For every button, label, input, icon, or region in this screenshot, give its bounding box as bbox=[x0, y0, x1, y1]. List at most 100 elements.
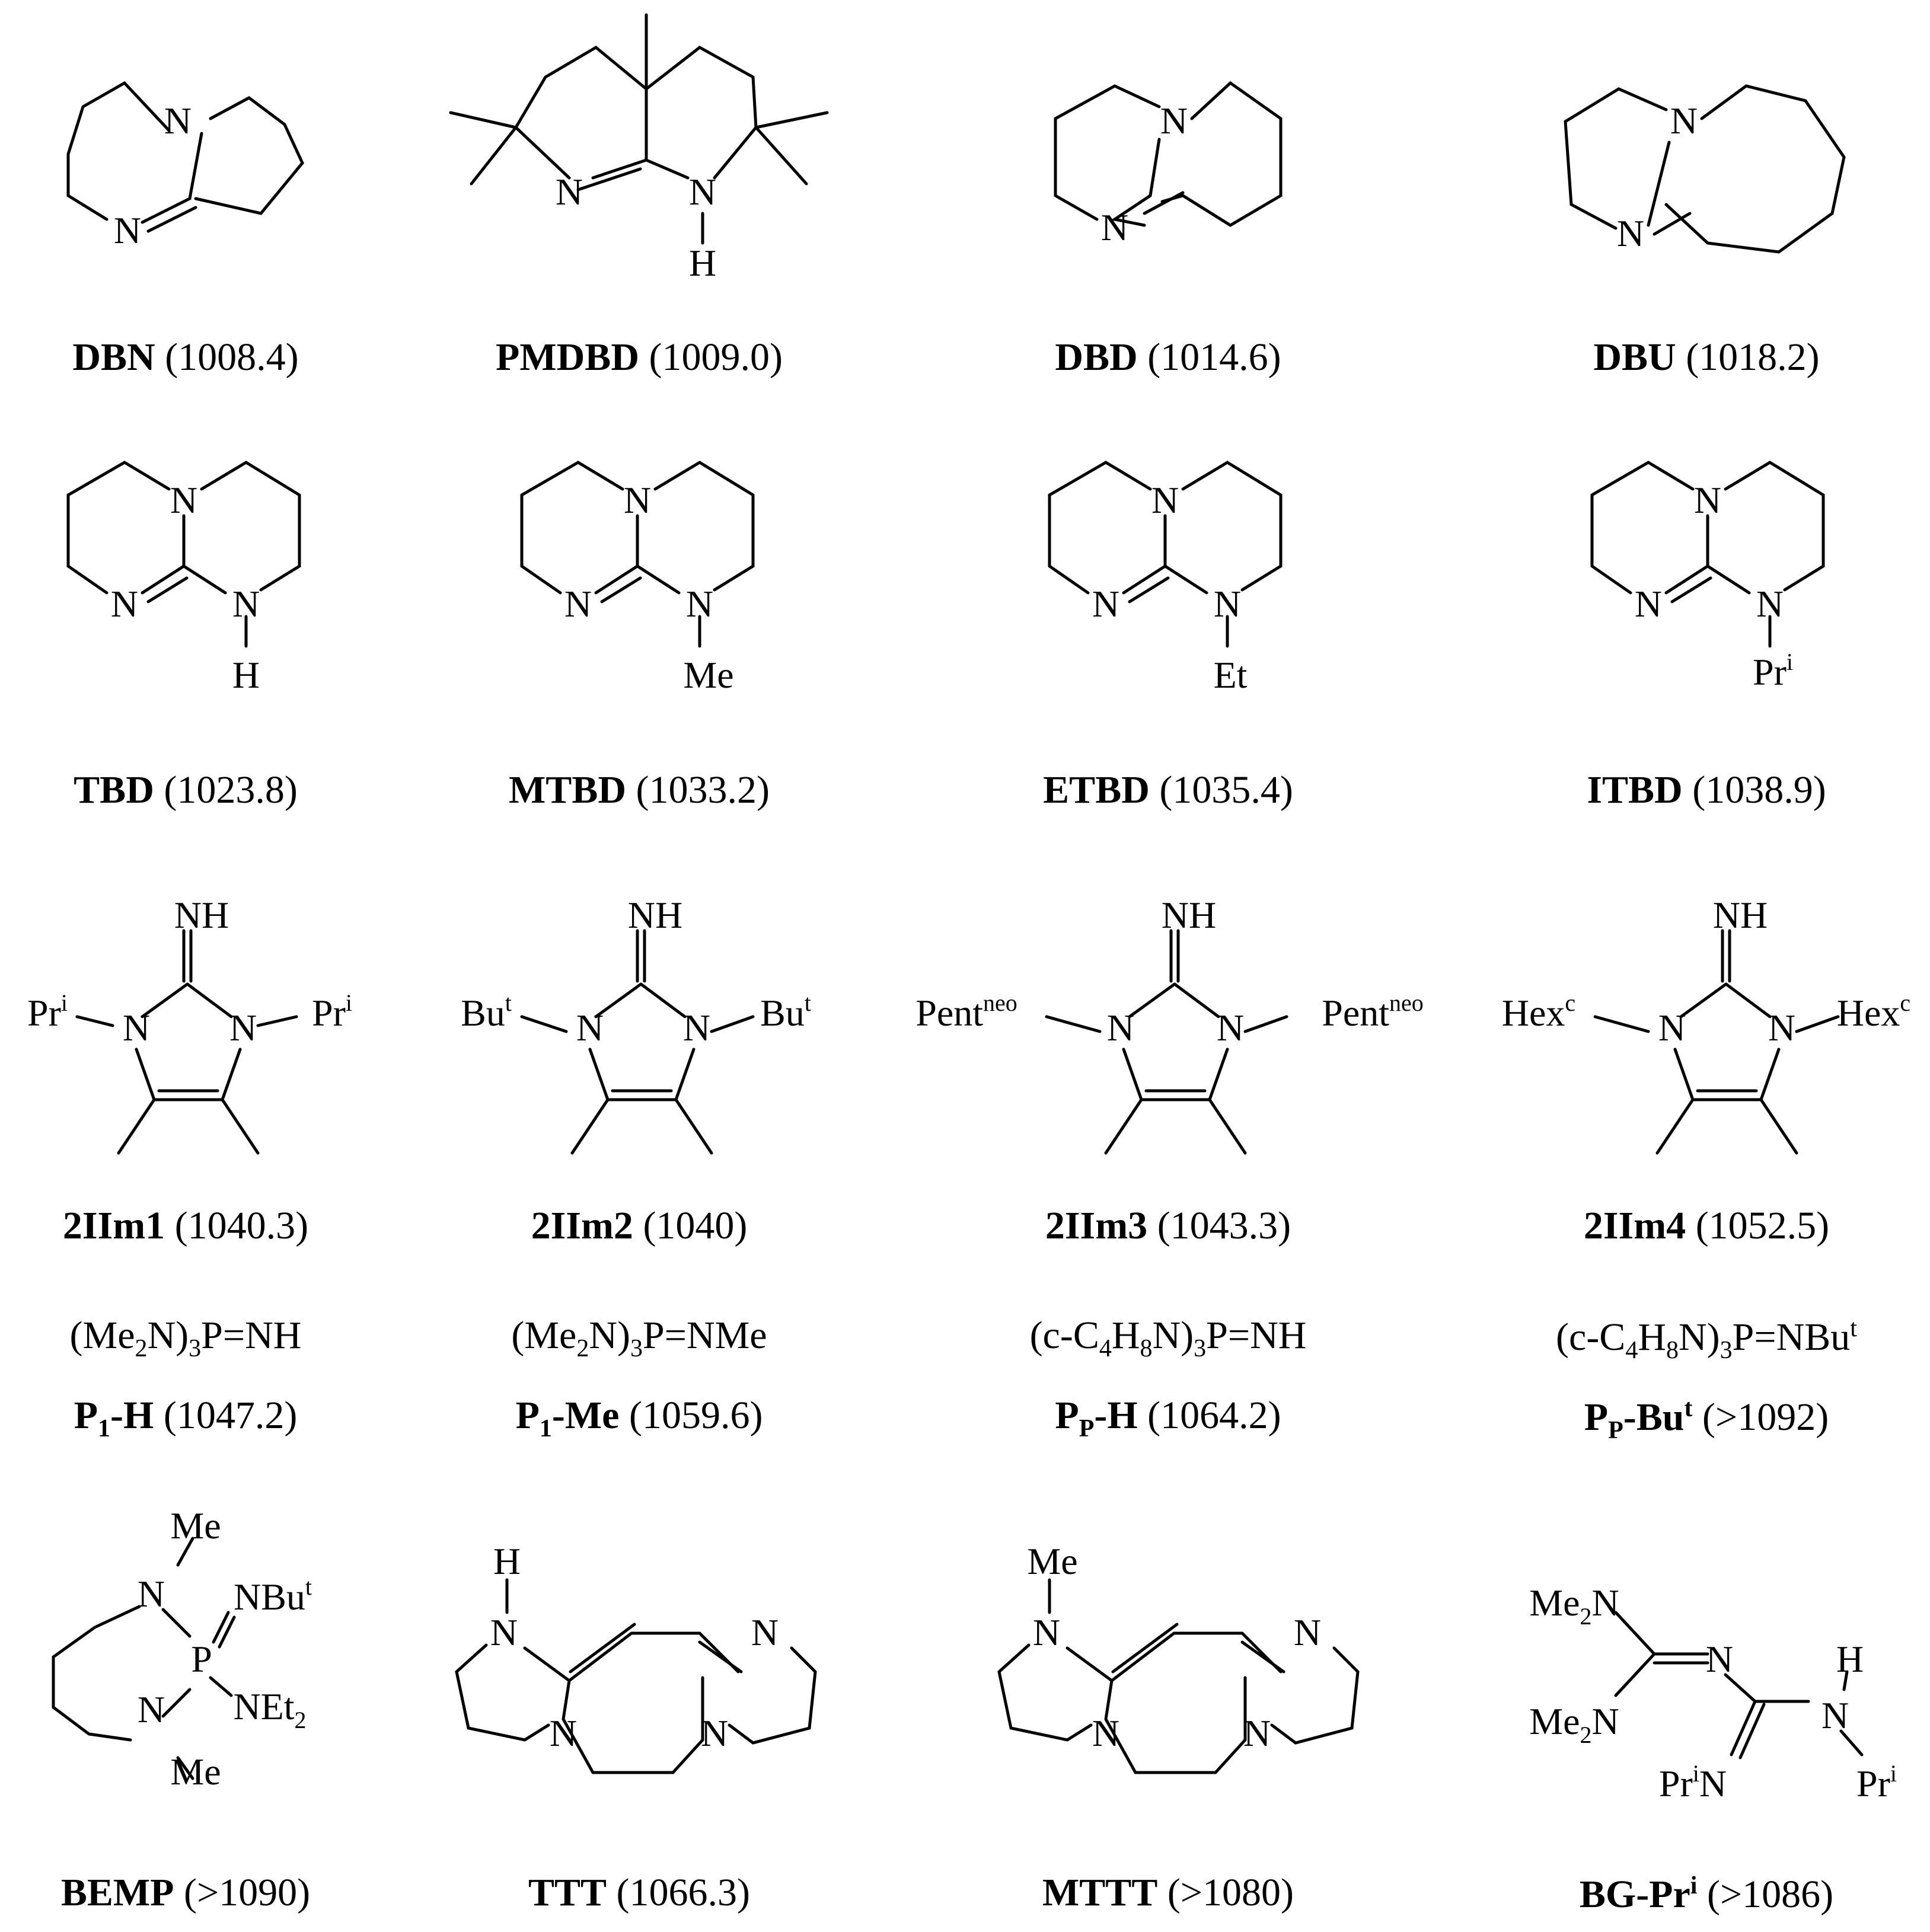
caption-pp-but-name: P bbox=[1584, 1395, 1609, 1439]
caption-2iim3-value: (1043.3) bbox=[1157, 1204, 1291, 1247]
bg-pr-right-text: Pr bbox=[1856, 1762, 1890, 1805]
formula-p1-h-part0: (Me bbox=[69, 1314, 135, 1357]
caption-pmdbd-value: (1009.0) bbox=[649, 336, 783, 379]
caption-bemp-value: (>1090) bbox=[183, 1871, 311, 1914]
caption-ttt-value: (1066.3) bbox=[616, 1871, 751, 1914]
caption-etbd-value: (1035.4) bbox=[1159, 768, 1293, 812]
ttt-n-top-left: N bbox=[490, 1611, 518, 1653]
caption-p1-me-rest: -Me bbox=[551, 1394, 620, 1437]
mtbd-me: Me bbox=[683, 654, 733, 696]
2iim4-structure bbox=[1593, 929, 1840, 1155]
formula-pp-h: (c-C4H8N)3P=NH bbox=[1029, 1314, 1307, 1362]
bg-me2n-top: Me2N bbox=[1529, 1582, 1619, 1630]
2iim2-bu-left: But bbox=[461, 989, 512, 1034]
2iim4-n-right: N bbox=[1768, 1007, 1795, 1049]
2iim1-pr-right-text: Pr bbox=[312, 992, 346, 1034]
dbd-n-bottom: N bbox=[1101, 206, 1128, 248]
2iim3-pent-left-text: Pent bbox=[915, 992, 983, 1034]
caption-2iim2: 2IIm2 (1040) bbox=[531, 1206, 748, 1246]
2iim1-pr-right: Pri bbox=[312, 989, 352, 1034]
mtbd-structure bbox=[520, 461, 755, 648]
bemp-structure bbox=[52, 1537, 236, 1780]
2iim1-pr-left-text: Pr bbox=[27, 992, 61, 1034]
dbd-structure bbox=[1054, 81, 1283, 227]
2iim2-n-right: N bbox=[683, 1007, 710, 1049]
tbd-n-right: N bbox=[232, 583, 260, 625]
caption-bemp-name: BEMP bbox=[60, 1871, 174, 1914]
caption-pmdbd-name: PMDBD bbox=[496, 336, 639, 379]
caption-2iim4-name: 2IIm4 bbox=[1583, 1204, 1686, 1247]
caption-itbd: ITBD (1038.9) bbox=[1587, 771, 1826, 810]
formula-pp-h-part0: (c-C bbox=[1029, 1314, 1099, 1357]
bg-me2n-bottom: Me2N bbox=[1529, 1700, 1619, 1748]
formula-pp-but: (c-C4H8N)3P=NBut bbox=[1556, 1316, 1857, 1363]
2iim3-n-right: N bbox=[1217, 1007, 1244, 1049]
caption-2iim1-value: (1040.3) bbox=[174, 1204, 309, 1247]
itbd-n-top: N bbox=[1694, 479, 1721, 521]
dbu-structure bbox=[1564, 84, 1846, 254]
caption-pp-h-value: (1064.2) bbox=[1147, 1394, 1281, 1437]
caption-mttt-value: (>1080) bbox=[1167, 1871, 1294, 1914]
2iim3-pent-left-sup: neo bbox=[983, 989, 1017, 1016]
caption-tbd-name: TBD bbox=[74, 768, 154, 812]
caption-2iim2-name: 2IIm2 bbox=[531, 1204, 633, 1247]
bemp-n-top: N bbox=[138, 1573, 165, 1615]
ttt-structure bbox=[455, 1578, 817, 1774]
caption-p1-h-value: (1047.2) bbox=[163, 1394, 298, 1437]
bg-me2n-bottom-sub: 2 bbox=[1580, 1722, 1592, 1748]
tbd-n-top: N bbox=[170, 479, 197, 521]
caption-2iim2-value: (1040) bbox=[643, 1204, 748, 1247]
mttt-n-top-right: N bbox=[1294, 1611, 1321, 1653]
caption-mtbd: MTBD (1033.2) bbox=[509, 771, 770, 810]
2iim2-bu-left-sup: t bbox=[505, 989, 512, 1016]
formula-p1-h: (Me2N)3P=NH bbox=[69, 1314, 302, 1362]
itbd-pr: Pri bbox=[1753, 649, 1793, 693]
mtbd-n-left: N bbox=[564, 583, 592, 625]
bg-prn-n: N bbox=[1699, 1762, 1727, 1805]
caption-p1-me-name: P bbox=[515, 1394, 540, 1437]
2iim4-hex-right: Hexc bbox=[1837, 989, 1910, 1034]
caption-ttt: TTT (1066.3) bbox=[528, 1873, 750, 1912]
tbd-structure bbox=[66, 461, 301, 648]
itbd-n-right: N bbox=[1756, 583, 1784, 625]
itbd-structure bbox=[1590, 461, 1825, 648]
2iim4-hex-right-text: Hex bbox=[1837, 992, 1900, 1034]
etbd-n-top: N bbox=[1151, 479, 1179, 521]
formula-p1-h-part4: P=NH bbox=[201, 1314, 302, 1357]
2iim2-n-left: N bbox=[576, 1007, 604, 1049]
itbd-pr-sup: i bbox=[1787, 649, 1793, 675]
2iim3-pent-right-sup: neo bbox=[1389, 989, 1424, 1016]
caption-dbd: DBD (1014.6) bbox=[1055, 338, 1281, 377]
bg-pr-right-sup: i bbox=[1890, 1760, 1897, 1787]
mttt-n-bottom-left: N bbox=[1092, 1712, 1119, 1754]
2iim3-pent-right-text: Pent bbox=[1322, 992, 1389, 1034]
bg-prn: PriN bbox=[1659, 1760, 1727, 1805]
caption-mttt-name: MTTT bbox=[1042, 1871, 1158, 1914]
mttt-me: Me bbox=[1027, 1540, 1077, 1582]
2iim1-pr-left-sup: i bbox=[61, 989, 68, 1016]
caption-pp-h: PP-H (1064.2) bbox=[1055, 1394, 1281, 1442]
caption-itbd-name: ITBD bbox=[1587, 768, 1683, 812]
bemp-net2: NEt2 bbox=[233, 1685, 306, 1733]
dbd-n-top: N bbox=[1160, 100, 1188, 142]
caption-pp-h-name: P bbox=[1055, 1394, 1079, 1437]
2iim3-structure bbox=[1045, 929, 1288, 1155]
formula-pp-h-part4: N) bbox=[1152, 1314, 1194, 1357]
formula-p1-me-part4: P=NMe bbox=[643, 1314, 767, 1357]
caption-dbn-name: DBN bbox=[72, 336, 155, 379]
formula-p1-h-part2: N) bbox=[147, 1314, 189, 1357]
2iim3-n-left: N bbox=[1107, 1007, 1134, 1049]
caption-bg-pri-sup: i bbox=[1690, 1872, 1698, 1899]
caption-dbd-value: (1014.6) bbox=[1147, 336, 1281, 379]
bg-me2n-top-n: N bbox=[1592, 1582, 1619, 1624]
caption-mtbd-value: (1033.2) bbox=[636, 768, 770, 812]
ttt-n-top-right: N bbox=[751, 1611, 779, 1653]
caption-pp-but-value: (>1092) bbox=[1702, 1395, 1829, 1439]
ttt-n-bottom-right: N bbox=[701, 1712, 728, 1754]
2iim1-nh: NH bbox=[174, 894, 229, 936]
caption-p1-me-sub: 1 bbox=[539, 1415, 552, 1443]
caption-mttt: MTTT (>1080) bbox=[1042, 1873, 1294, 1912]
atom-labels: N N N N H N N N N N N N H N N N Me N N N… bbox=[27, 100, 1910, 1805]
bemp-nbu-text: NBu bbox=[234, 1576, 305, 1618]
